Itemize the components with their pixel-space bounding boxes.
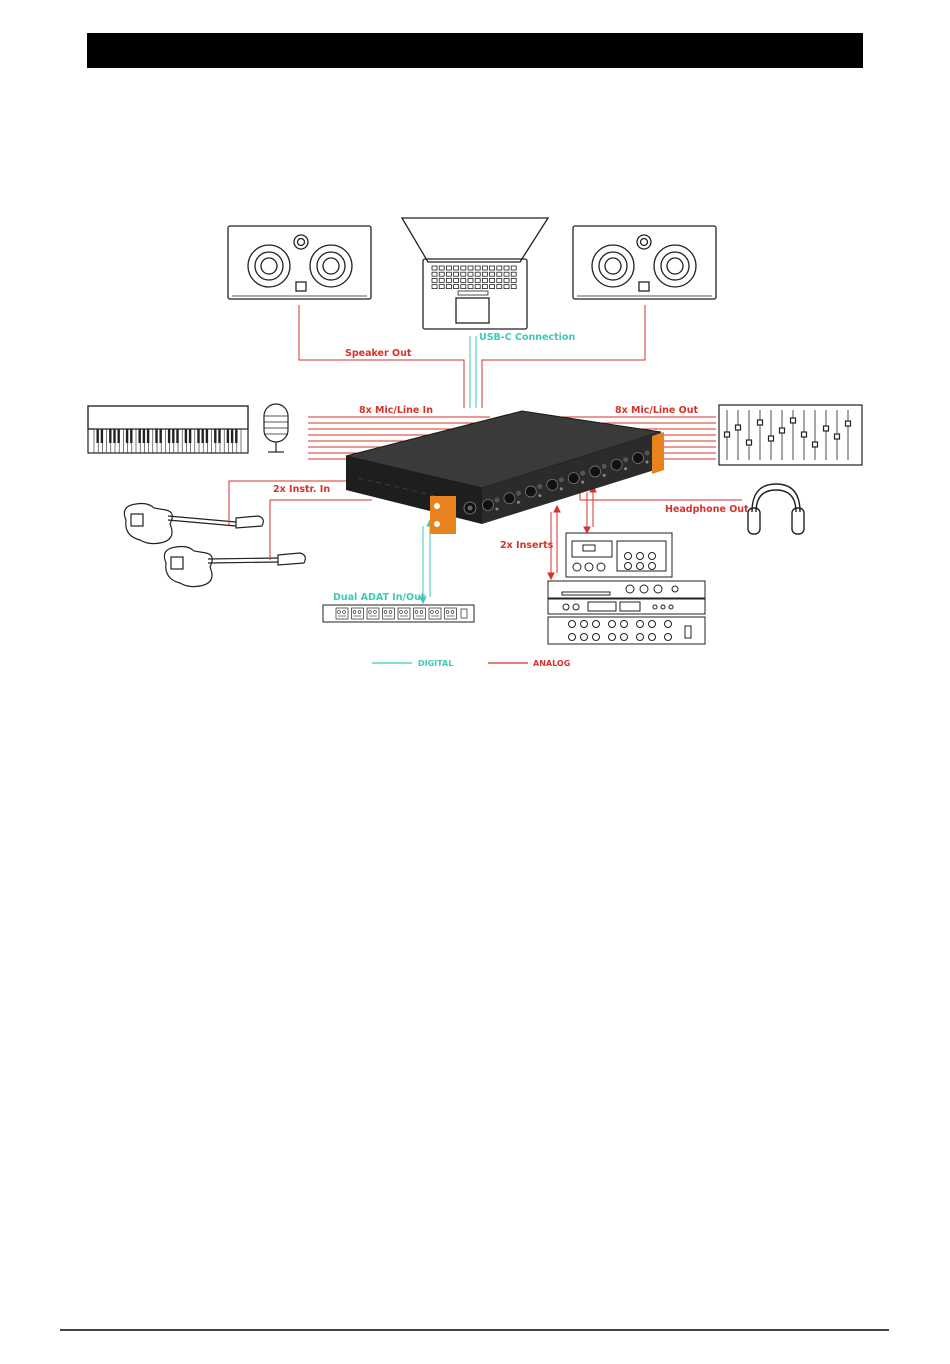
label-inserts: 2x Inserts: [500, 540, 554, 551]
headphones-icon: [748, 484, 804, 534]
guitar-icon-2: [164, 547, 305, 587]
label-adat: Dual ADAT In/Out: [333, 592, 426, 603]
laptop-icon: [402, 218, 548, 329]
legend-analog-label: ANALOG: [533, 659, 570, 668]
keyboard-icon: [88, 406, 248, 453]
label-usb-c: USB-C Connection: [479, 332, 575, 343]
label-instr-in: 2x Instr. In: [273, 484, 330, 495]
microphone-icon: [264, 404, 288, 452]
footer-rule: [60, 1329, 889, 1331]
right-speaker-icon: [573, 226, 716, 299]
label-headphone-out: Headphone Out: [665, 504, 749, 515]
guitar-icon-1: [124, 504, 263, 544]
legend: DIGITAL ANALOG: [372, 659, 570, 668]
adat-rack-icon: [323, 605, 474, 622]
label-mic-line-in: 8x Mic/Line In: [359, 405, 433, 416]
left-speaker-icon: [228, 226, 371, 299]
legend-digital-label: DIGITAL: [418, 659, 453, 668]
label-speaker-out: Speaker Out: [345, 348, 412, 359]
mixer-icon: [719, 405, 862, 465]
outboard-gear-icon: [548, 533, 705, 644]
label-mic-line-out: 8x Mic/Line Out: [615, 405, 699, 416]
